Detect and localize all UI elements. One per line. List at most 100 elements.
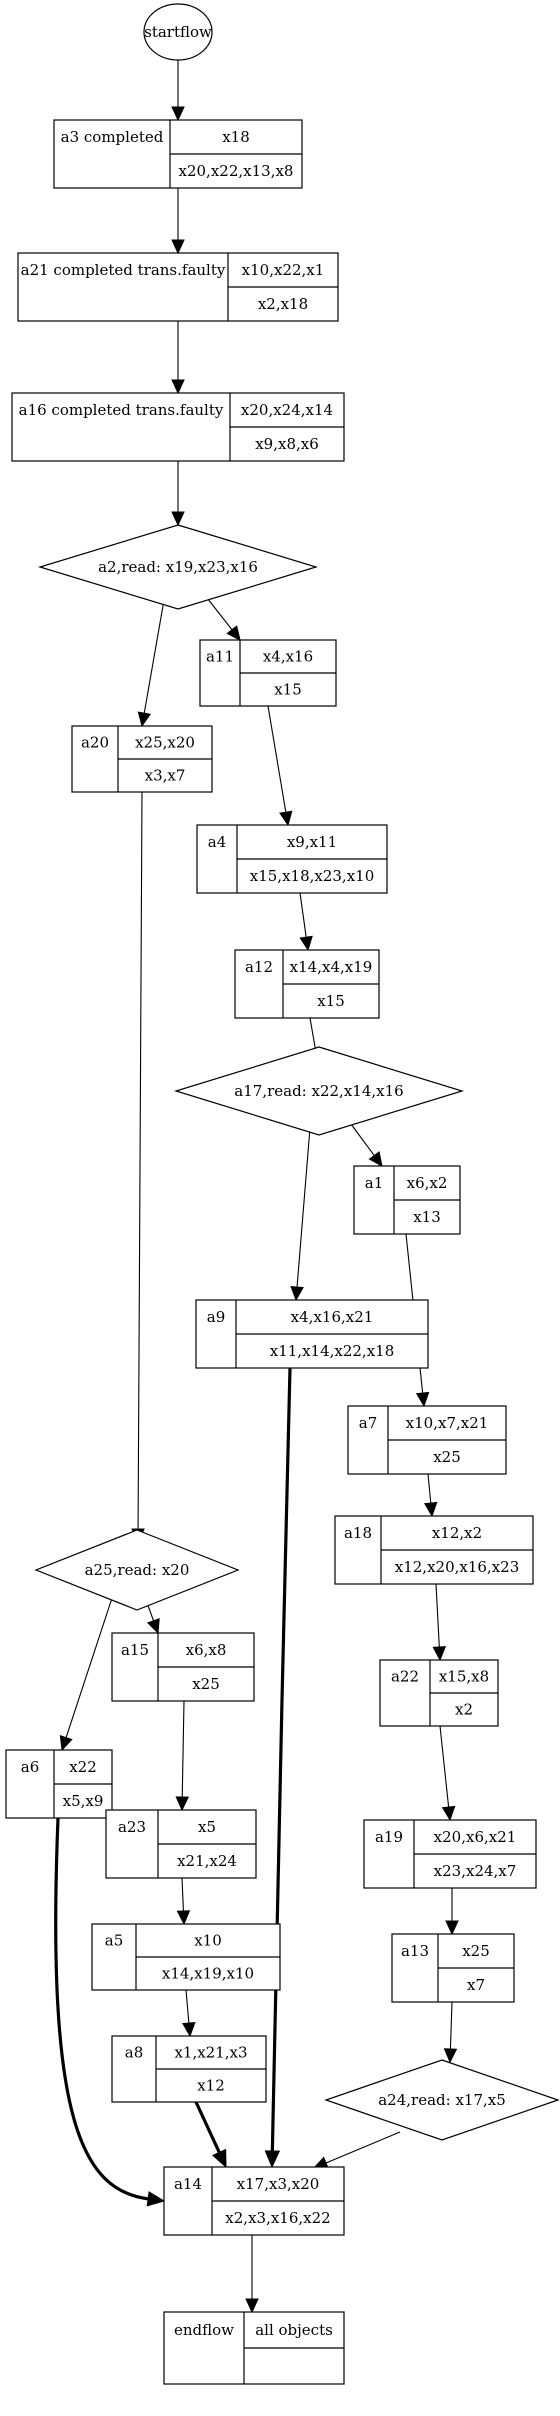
node-top-value: x6,x2 [407, 1174, 448, 1192]
node-label: startflow [144, 23, 212, 41]
node-top-value: x15,x8 [439, 1668, 489, 1686]
edge-line [270, 1367, 292, 2152]
edge-a4-a12 [299, 892, 313, 952]
node-bottom-value: x9,x8,x6 [255, 435, 319, 453]
node-bottom-value: x20,x22,x13,x8 [179, 162, 294, 180]
edge-a24-a14 [312, 2131, 401, 2170]
edge-a9-a14 [264, 1367, 292, 2169]
arrowhead [182, 2021, 196, 2038]
edge-line [194, 2101, 221, 2154]
node-name: a12 [245, 958, 273, 976]
arrowhead [368, 1151, 383, 1167]
edge-a20-a25 [131, 791, 145, 1544]
node-name: a15 [121, 1641, 149, 1659]
node-name: a16 completed trans.faulty [19, 401, 224, 419]
node-top-value: x18 [222, 128, 250, 146]
edge-a2-a11 [203, 593, 241, 641]
edge-line [435, 1583, 440, 1648]
node-name: endflow [174, 2321, 234, 2339]
node-top-value: x4,x16,x21 [291, 1308, 374, 1326]
edge-a23-a5 [176, 1877, 191, 1926]
node-top-value: x25,x20 [135, 734, 195, 752]
node-bottom-value: x2,x3,x16,x22 [225, 2209, 330, 2227]
node-bottom-value: x15,x18,x23,x10 [250, 867, 375, 885]
node-name: a21 completed trans.faulty [21, 261, 226, 279]
arrowhead [146, 2191, 166, 2207]
edge-a19-a13 [445, 1888, 459, 1936]
node-shape [37, 524, 319, 610]
arrowhead [171, 106, 185, 122]
node-name: a20 [81, 734, 109, 752]
arrowhead [279, 810, 293, 827]
arrowhead [441, 1805, 456, 1822]
node-a25: a25,read: x20 [34, 1529, 240, 1611]
node-bottom-value: x12,x20,x16,x23 [395, 1558, 520, 1576]
arrowhead [171, 379, 185, 395]
arrowhead [59, 1735, 73, 1752]
node-shape [34, 1529, 240, 1611]
arrowhead [171, 511, 185, 527]
node-name: a18 [344, 1524, 372, 1542]
edge-line [181, 1700, 185, 1798]
node-a24: a24,read: x17,x5 [324, 2059, 560, 2141]
node-name: a13 [401, 1942, 429, 1960]
node-top-value: x20,x24,x14 [241, 401, 333, 419]
node-top-value: x22 [69, 1758, 97, 1776]
edge-line [65, 1591, 115, 1738]
node-name: a11 [206, 648, 234, 666]
edge-a14-endflow [245, 2235, 259, 2314]
edge-a3-a21 [171, 188, 185, 255]
edge-a6-a14 [54, 1817, 166, 2207]
node-name: a9 [207, 1308, 226, 1326]
node-name: a8 [125, 2044, 144, 2062]
node-name: a19 [375, 1828, 403, 1846]
nodes-layer: startflow a3 completed x18 x20,x22,x13,x8 a2… [5, 3, 560, 2385]
edge-a7-a18 [423, 1473, 438, 1518]
node-bottom-value: x14,x19,x10 [162, 1965, 254, 1983]
edges-layer [54, 60, 459, 2314]
node-bottom-value: x23,x24,x7 [434, 1862, 517, 1880]
arrowhead [415, 1391, 430, 1408]
node-bottom-value: x2,x18 [258, 295, 308, 313]
node-bottom-value: x11,x14,x22,x18 [270, 1342, 395, 1360]
node-name: a4 [208, 833, 227, 851]
edge-a11-a4 [267, 705, 293, 827]
edge-a25-a6 [59, 1591, 115, 1752]
arrowhead [290, 1285, 304, 1302]
node-top-value: x10,x7,x21 [406, 1414, 489, 1432]
edge-a2-a20 [137, 599, 165, 728]
arrowhead [264, 2150, 281, 2169]
node-name: a1 [365, 1174, 384, 1192]
node-top-value: x10 [194, 1932, 222, 1950]
edge-line [181, 1877, 184, 1912]
edge-a18-a22 [432, 1583, 447, 1662]
edge-a16-a2 [171, 461, 185, 527]
node-bottom-value: x12 [197, 2077, 225, 2095]
node-name: a3 completed [61, 128, 164, 146]
edge-line [296, 1127, 311, 1288]
node-shape [324, 2059, 560, 2141]
node-bottom-value: x2 [455, 1701, 473, 1719]
arrowhead [147, 1617, 160, 1635]
node-name: a23 [118, 1818, 146, 1836]
edge-line [439, 1725, 450, 1808]
edge-line [143, 599, 165, 714]
arrowhead [212, 2148, 227, 2169]
arrowhead [299, 935, 313, 952]
edge-line [299, 892, 307, 938]
node-top-value: x4,x16 [263, 648, 313, 666]
